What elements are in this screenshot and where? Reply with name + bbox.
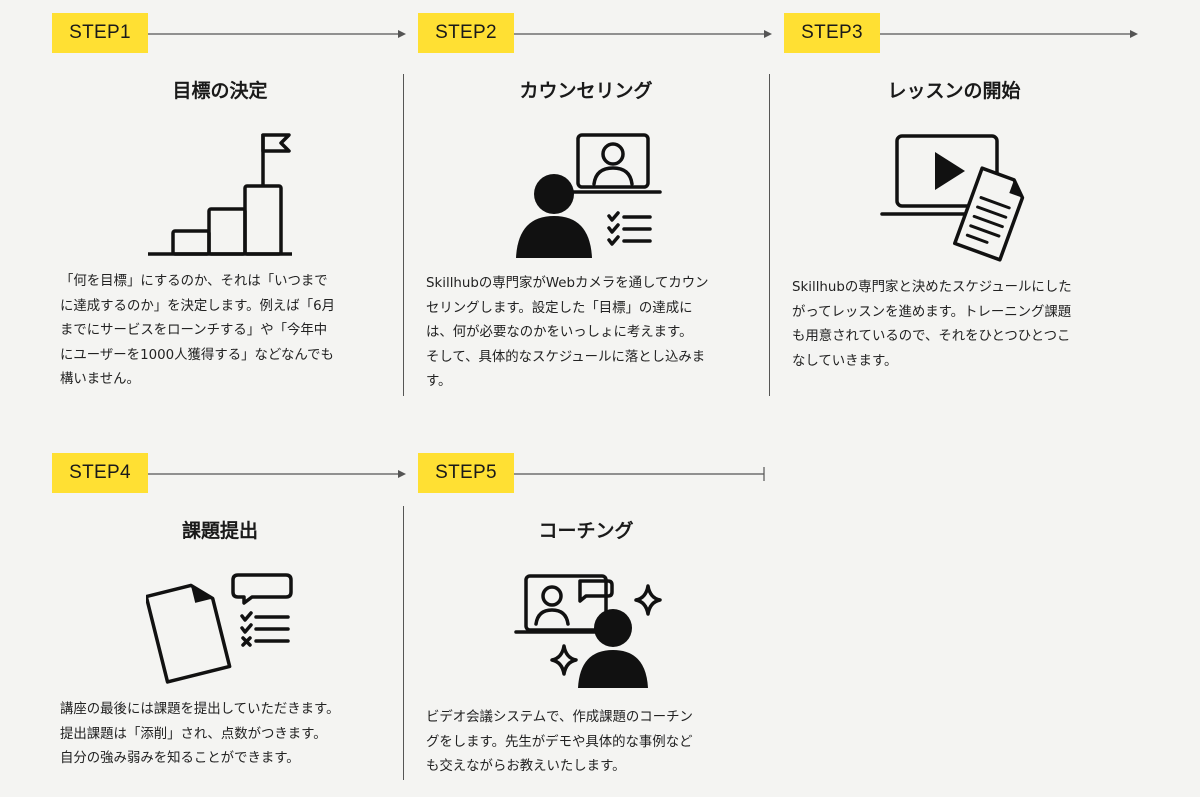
divider (403, 74, 404, 396)
step3-line-2: がってレッスンを進めます。トレーニング課題 (792, 304, 1072, 320)
step2-line-2: セリングします。設定した「目標」の達成に (426, 300, 693, 316)
step3-description: Skillhubの専門家と決めたスケジュールにした がってレッスンを進めます。ト… (792, 276, 1072, 374)
step3-arrow (880, 30, 1138, 38)
step1-arrow (148, 30, 406, 38)
step2-arrow (514, 30, 772, 38)
step5-line-3: も交えながらお教えいたします。 (426, 759, 626, 774)
step5-line-1: ビデオ会議システムで、作成課題のコーチン (426, 710, 693, 725)
step5-description: ビデオ会議システムで、作成課題のコーチン グをします。先生がデモや具体的な事例な… (426, 706, 693, 780)
step1-line-4: にユーザーを1000人獲得する」などなんでも (60, 347, 334, 363)
step5-end-line (514, 467, 765, 481)
video-coaching-sparkle-icon (514, 574, 662, 688)
step1-line-5: 構いません。 (60, 372, 140, 387)
step4-line-3: 自分の強み弱みを知ることができます。 (60, 751, 300, 766)
step1-description: 「何を目標」にするのか、それは「いつまで に達成するのか」を決定します。例えば「… (60, 270, 335, 393)
step4-badge: STEP4 (52, 453, 148, 493)
step3-title: レッスンの開始 (887, 80, 1021, 102)
step5-title: コーチング (538, 520, 634, 542)
step3-line-3: も用意されているので、それをひとつひとつこ (792, 329, 1071, 344)
step2-title: カウンセリング (519, 80, 653, 102)
step1-line-1: 「何を目標」にするのか、それは「いつまで (60, 274, 328, 289)
stairs-flag-icon (148, 133, 292, 256)
divider (769, 74, 770, 396)
step4-line-2: 提出課題は「添削」され、点数がつきます。 (60, 726, 327, 742)
video-lesson-document-icon (880, 134, 1025, 262)
step3-line-4: なしていきます。 (792, 353, 898, 369)
step4-line-1: 講座の最後には課題を提出していただきます。 (60, 702, 340, 717)
step1-badge: STEP1 (52, 13, 148, 53)
step5-badge: STEP5 (418, 453, 514, 493)
step4-description: 講座の最後には課題を提出していただきます。 提出課題は「添削」され、点数がつきま… (60, 698, 339, 772)
step3-badge: STEP3 (784, 13, 880, 53)
step3-line-1: Skillhubの専門家と決めたスケジュールにした (792, 280, 1072, 295)
step2-line-3: は、何が必要なのかをいっしょに考えます。 (426, 325, 693, 340)
step4-title: 課題提出 (181, 520, 258, 542)
step1-line-2: に達成するのか」を決定します。例えば「6月 (60, 298, 335, 314)
step1-line-3: までにサービスをローンチする」や「今年中 (60, 323, 328, 338)
assignment-checklist-icon (146, 573, 293, 684)
divider (403, 506, 404, 780)
step2-badge: STEP2 (418, 13, 514, 53)
step4-arrow (148, 470, 406, 478)
step2-line-1: Skillhubの専門家がWebカメラを通してカウン (426, 276, 709, 291)
step2-description: Skillhubの専門家がWebカメラを通してカウン セリングします。設定した「… (426, 272, 709, 395)
step1-title: 目標の決定 (172, 80, 268, 102)
step5-line-2: グをします。先生がデモや具体的な事例など (426, 734, 693, 750)
step2-line-5: す。 (426, 374, 452, 389)
step2-line-4: そして、具体的なスケジュールに落とし込みま (426, 349, 706, 365)
video-counseling-icon (516, 133, 662, 258)
